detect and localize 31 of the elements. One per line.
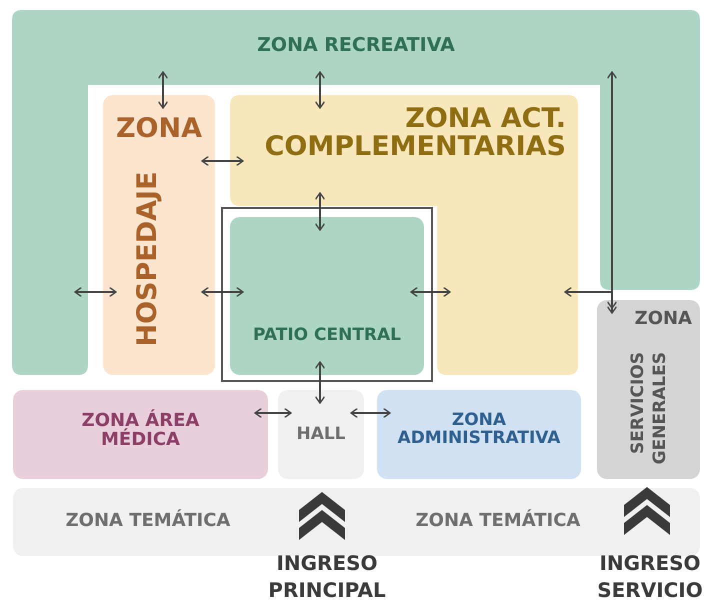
zone-label: SERVICIOS GENERALES (627, 352, 671, 466)
double-arrow (564, 286, 618, 309)
double-arrow (350, 408, 391, 418)
zone-label: ZONA (634, 310, 692, 329)
double-arrow (254, 408, 292, 418)
double-arrow (606, 71, 618, 314)
general-services-zone (597, 300, 700, 479)
double-arrow (410, 286, 451, 298)
activities-zone (230, 95, 578, 375)
zone-label: HALL (295, 426, 347, 444)
zone-label: ZONA ADMINISTRATIVA (396, 412, 562, 448)
hall-area (278, 390, 364, 479)
zone-label: PATIO CENTRAL (252, 327, 402, 345)
zone-label: ZONA (114, 115, 204, 144)
zone-label: HOSPEDAJE (132, 170, 164, 349)
double-arrow (201, 286, 244, 298)
medical-zone (13, 390, 268, 479)
double-arrow (74, 286, 117, 298)
zone-label: ZONA ACT. COMPLEMENTARIAS (264, 105, 566, 162)
double-arrow (314, 192, 326, 231)
zone-label: ZONA RECREATIVA (256, 36, 456, 56)
double-arrow (314, 71, 326, 109)
administrative-zone (377, 390, 581, 479)
thematic-zone (13, 488, 700, 556)
double-arrow (201, 156, 244, 166)
entrance-label: INGRESO PRINCIPAL (268, 550, 386, 604)
double-arrow (314, 361, 326, 404)
central-patio (230, 217, 424, 375)
double-arrow (158, 71, 168, 109)
entrance-label: INGRESO SERVICIO (597, 550, 703, 604)
lodging-zone (103, 95, 215, 375)
